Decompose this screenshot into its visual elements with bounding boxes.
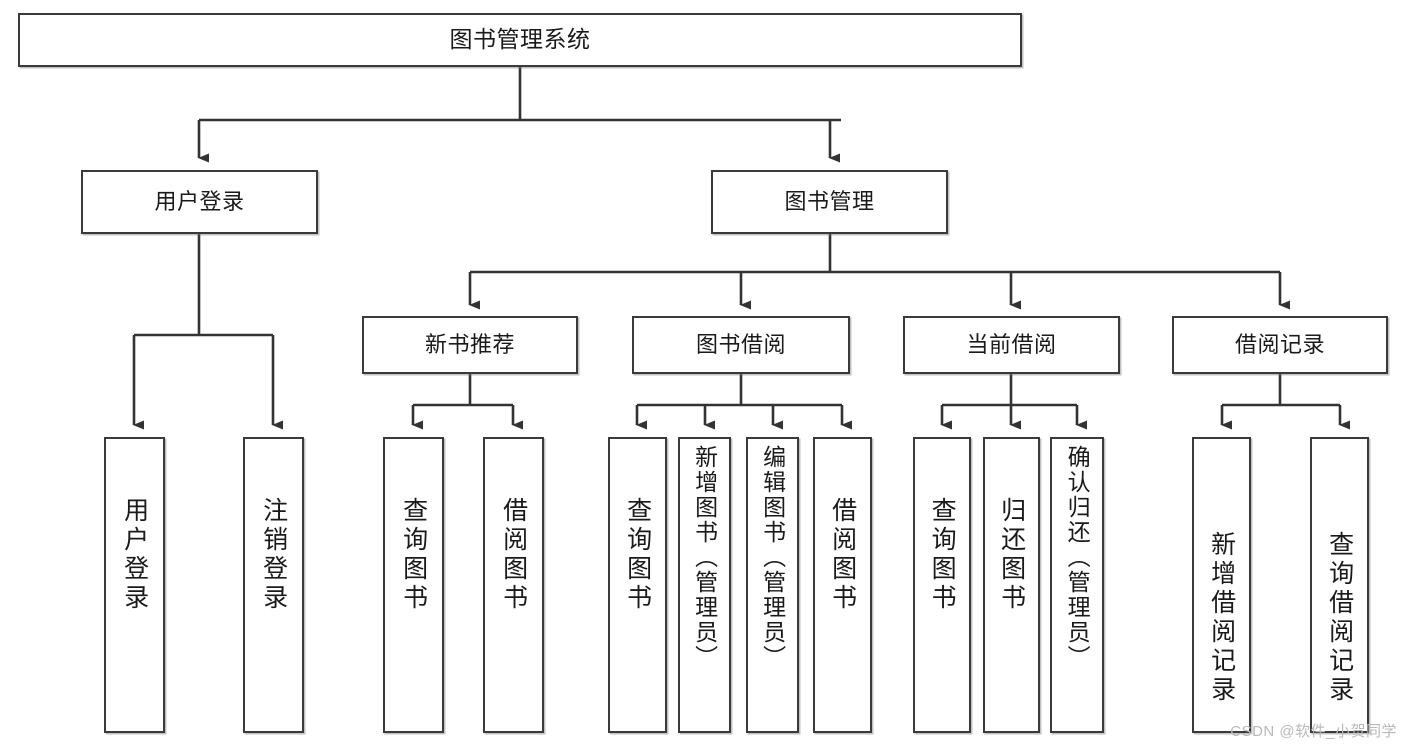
node-leaf-borrow-book-1[interactable]: 借阅图书: [483, 437, 544, 733]
node-leaf-query-book-1[interactable]: 查询图书: [383, 437, 444, 733]
node-book-borrow[interactable]: 图书借阅: [632, 316, 850, 374]
node-leaf-add-book-label: 新增图书（管理员）: [691, 445, 718, 670]
node-leaf-add-record-label: 新增借阅记录: [1207, 531, 1236, 705]
node-leaf-query-book-2[interactable]: 查询图书: [608, 437, 667, 733]
node-borrow-record-label: 借阅记录: [1234, 332, 1325, 358]
node-leaf-query-record-label: 查询借阅记录: [1325, 531, 1354, 705]
node-leaf-confirm-return-label: 确认归还（管理员）: [1064, 445, 1091, 670]
node-leaf-return-book[interactable]: 归还图书: [983, 437, 1040, 733]
node-leaf-user-login[interactable]: 用户登录: [104, 437, 165, 733]
node-leaf-confirm-return[interactable]: 确认归还（管理员）: [1050, 437, 1104, 733]
node-leaf-query-book-2-label: 查询图书: [623, 497, 652, 613]
node-new-book-rec-label: 新书推荐: [424, 332, 515, 358]
node-book-borrow-label: 图书借阅: [695, 332, 786, 358]
node-leaf-add-book[interactable]: 新增图书（管理员）: [678, 437, 731, 733]
node-book-manage[interactable]: 图书管理: [711, 170, 948, 234]
node-book-manage-label: 图书管理: [784, 189, 875, 215]
node-leaf-logout-label: 注销登录: [259, 497, 288, 613]
node-current-borrow[interactable]: 当前借阅: [903, 316, 1120, 374]
node-leaf-borrow-book-1-label: 借阅图书: [499, 497, 528, 613]
node-user-login[interactable]: 用户登录: [81, 170, 318, 234]
node-leaf-return-book-label: 归还图书: [997, 497, 1026, 613]
node-leaf-query-book-3-label: 查询图书: [928, 497, 957, 613]
node-leaf-edit-book-label: 编辑图书（管理员）: [759, 445, 786, 670]
node-leaf-logout[interactable]: 注销登录: [243, 437, 304, 733]
node-leaf-add-record[interactable]: 新增借阅记录: [1192, 437, 1251, 733]
node-new-book-rec[interactable]: 新书推荐: [362, 316, 578, 374]
node-leaf-borrow-book-2[interactable]: 借阅图书: [813, 437, 872, 733]
node-root-label: 图书管理系统: [449, 26, 591, 53]
node-current-borrow-label: 当前借阅: [966, 332, 1057, 358]
node-leaf-query-record[interactable]: 查询借阅记录: [1310, 437, 1369, 733]
watermark: CSDN @软件_小贺同学: [1230, 723, 1397, 740]
node-leaf-edit-book[interactable]: 编辑图书（管理员）: [746, 437, 799, 733]
node-leaf-borrow-book-2-label: 借阅图书: [828, 497, 857, 613]
node-leaf-query-book-3[interactable]: 查询图书: [913, 437, 971, 733]
node-leaf-user-login-label: 用户登录: [120, 497, 149, 613]
node-borrow-record[interactable]: 借阅记录: [1172, 316, 1388, 374]
node-leaf-query-book-1-label: 查询图书: [399, 497, 428, 613]
node-user-login-label: 用户登录: [154, 189, 245, 215]
node-root[interactable]: 图书管理系统: [18, 13, 1022, 67]
